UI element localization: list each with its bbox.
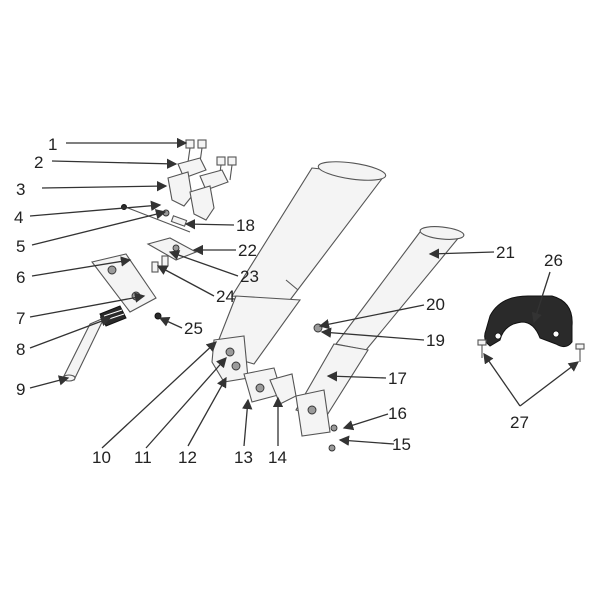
- callout-3: 3: [16, 180, 25, 199]
- callout-12: 12: [178, 448, 197, 467]
- callout-1: 1: [48, 135, 57, 154]
- callout-21: 21: [496, 243, 515, 262]
- callout-8: 8: [16, 340, 25, 359]
- callout-24: 24: [216, 287, 235, 306]
- callout-23: 23: [240, 267, 259, 286]
- part-22-23-24-stem: [146, 237, 198, 273]
- callout-4: 4: [14, 208, 23, 227]
- callout-19: 19: [426, 331, 445, 350]
- part-8-spring: [99, 305, 127, 327]
- callout-25: 25: [184, 319, 203, 338]
- callout-20: 20: [426, 295, 445, 314]
- callout-26: 26: [544, 251, 563, 270]
- callout-9: 9: [16, 380, 25, 399]
- callout-27: 27: [510, 413, 529, 432]
- part-4-5-18-hardware: [121, 204, 191, 233]
- callout-15: 15: [392, 435, 411, 454]
- right-fork-leg: [295, 226, 465, 452]
- part-26-mudguard: [484, 295, 573, 348]
- part-3-handlebar-clamps: [167, 171, 215, 221]
- callout-5: 5: [16, 237, 25, 256]
- callout-2: 2: [34, 153, 43, 172]
- callout-11: 11: [134, 448, 152, 467]
- left-fork-leg: [211, 161, 387, 383]
- callout-7: 7: [16, 309, 25, 328]
- part-13-caliper: [243, 367, 283, 403]
- callout-13: 13: [234, 448, 253, 467]
- callout-numbers: 1 2 3 4 5 6 7 8 9 10 11 12 13 14 15 16 1…: [14, 135, 563, 467]
- callout-14: 14: [268, 448, 287, 467]
- callout-18: 18: [236, 216, 255, 235]
- callout-22: 22: [238, 241, 257, 260]
- callout-10: 10: [92, 448, 111, 467]
- part-27-screws: [477, 339, 585, 362]
- callout-17: 17: [388, 369, 407, 388]
- callout-6: 6: [16, 268, 25, 287]
- callout-16: 16: [388, 404, 407, 423]
- part-14-bracket: [269, 373, 297, 405]
- leader-lines: [29, 137, 580, 449]
